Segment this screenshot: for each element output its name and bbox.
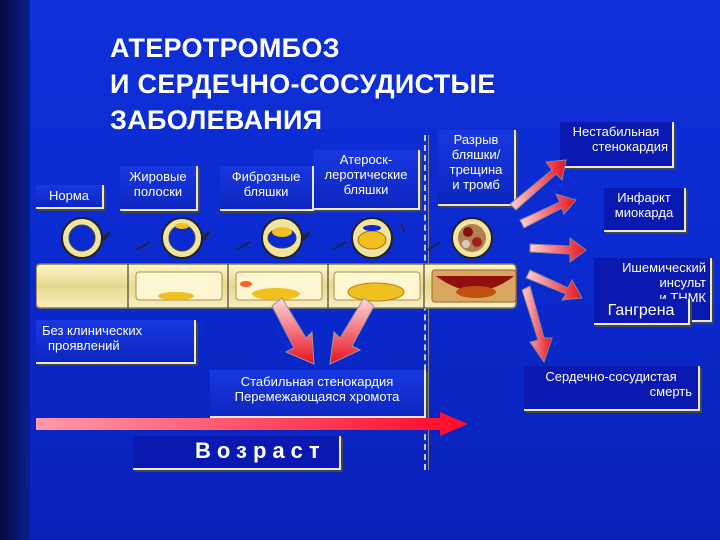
- arrow-to-infarction: [519, 193, 577, 229]
- outcome-gangrene: Гангрена: [594, 299, 690, 325]
- stage-label-fatty: Жировые полоски: [120, 166, 198, 211]
- arrow-to-gangrene: [525, 269, 583, 301]
- outcome-unstable-line2: стенокардия: [592, 139, 668, 154]
- stage-rupture-line3: трещина: [449, 162, 503, 177]
- stage-label-norm: Норма: [36, 185, 104, 209]
- outcome-stroke-line1: Ишемический: [622, 260, 706, 275]
- clinical-none-line1: Без клинических: [42, 323, 143, 338]
- stage-rupture-line2: бляшки/: [451, 147, 501, 162]
- stage-athero-line1: Атероск-: [339, 152, 393, 167]
- stage-rupture-line4: и тромб: [452, 177, 500, 192]
- arrow-to-stroke: [529, 237, 587, 263]
- clinical-none-line2: проявлений: [48, 338, 120, 353]
- vessel-longitudinal-section: [36, 263, 517, 309]
- outcome-infarct-line1: Инфаркт: [617, 190, 671, 205]
- arrow-to-unstable-angina: [509, 159, 567, 211]
- cross-section-fatty-streak: [161, 217, 203, 259]
- outcome-unstable-line1: Нестабильная: [572, 124, 660, 139]
- age-progression-bar: [36, 418, 441, 430]
- outcome-gangrene-text: Гангрена: [607, 302, 675, 319]
- cross-section-fibrous: [261, 217, 303, 259]
- cross-section-norm: [61, 217, 103, 259]
- arrow-from-fibrous: [271, 297, 315, 365]
- vessel-cross-sections: [61, 217, 493, 259]
- stage-rupture-line1: Разрыв: [453, 132, 499, 147]
- stage-fibrous-line2: бляшки: [243, 184, 289, 199]
- stage-athero-line3: бляшки: [343, 182, 389, 197]
- cross-section-atherosclerotic: [351, 217, 393, 259]
- clinical-stable-line1: Стабильная стенокардия: [240, 374, 394, 389]
- stage-label-rupture: Разрыв бляшки/ трещина и тромб: [438, 130, 516, 206]
- stage-label-atherosclerotic: Атероск- леротические бляшки: [314, 150, 420, 210]
- outcome-death-line1: Сердечно-сосудистая: [545, 369, 677, 384]
- outcome-stroke-line2: инсульт: [659, 275, 706, 290]
- stable-angina-arrows: [271, 297, 375, 365]
- arrow-to-death: [521, 285, 553, 364]
- age-progression-arrowhead: [440, 412, 468, 436]
- clinical-stable-line2: Перемежающаяся хромота: [234, 389, 400, 404]
- stage-fatty-line2: полоски: [133, 184, 183, 199]
- arrow-from-atherosclerotic: [329, 297, 375, 365]
- outcome-infarct-line2: миокарда: [614, 205, 674, 220]
- outcome-arrows: [509, 159, 587, 364]
- age-label: Возраст: [195, 438, 326, 463]
- outcome-death-line2: смерть: [649, 384, 692, 399]
- left-decorative-band: [0, 0, 30, 540]
- stage-athero-line2: леротические: [324, 167, 408, 182]
- title-line-3: ЗАБОЛЕВАНИЯ: [110, 105, 323, 135]
- outcome-cv-death: Сердечно-сосудистая смерть: [524, 366, 700, 411]
- outcome-unstable-angina: Нестабильная стенокардия: [560, 122, 674, 168]
- clinical-stable-angina: Стабильная стенокардия Перемежающаяся хр…: [210, 370, 426, 418]
- stage-label-fibrous: Фиброзные бляшки: [220, 166, 314, 211]
- stage-norm-text: Норма: [48, 188, 89, 203]
- outcome-myocardial-infarction: Инфаркт миокарда: [604, 188, 686, 232]
- title-line-2: И СЕРДЕЧНО-СОСУДИСТЫЕ: [110, 69, 496, 99]
- cross-section-rupture: [451, 217, 493, 259]
- clinical-no-symptoms: Без клинических проявлений: [36, 320, 196, 364]
- age-label-box: [133, 436, 341, 470]
- stage-fatty-line1: Жировые: [129, 169, 187, 184]
- stage-fibrous-line1: Фиброзные: [231, 169, 301, 184]
- slide-title: АТЕРОТРОМБОЗ И СЕРДЕЧНО-СОСУДИСТЫЕ ЗАБОЛ…: [110, 30, 496, 138]
- title-line-1: АТЕРОТРОМБОЗ: [110, 33, 340, 63]
